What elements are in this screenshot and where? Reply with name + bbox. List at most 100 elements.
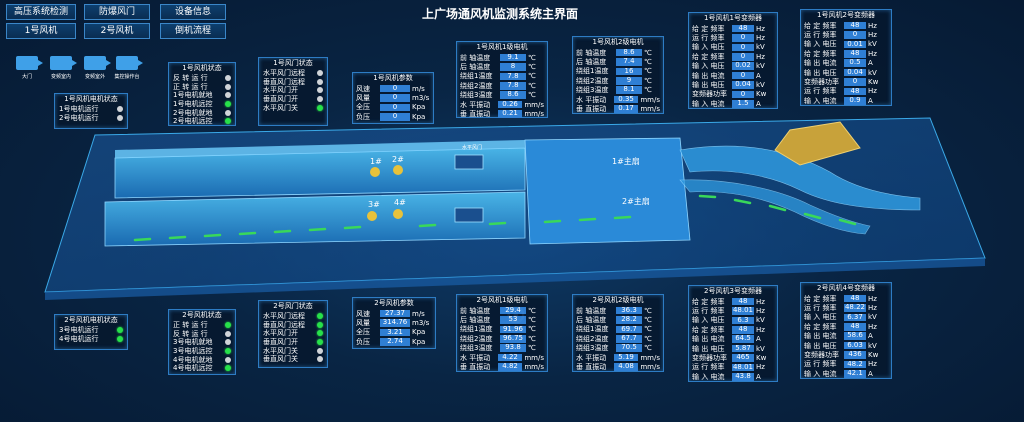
status-row: 垂直风门开 [259, 338, 327, 347]
param-label: 风速 [356, 84, 370, 93]
param-label: 输 入 电压 [692, 43, 725, 52]
param-label: 垂 直振动 [576, 363, 607, 372]
param-unit: ℃ [644, 334, 652, 343]
status-row: 垂直风门远程 [259, 321, 327, 330]
param-unit: A [756, 335, 761, 344]
param-value: 36.3 [616, 306, 642, 315]
param-unit: m3/s [412, 319, 430, 328]
param-label: 给 定 频率 [692, 52, 725, 61]
param-unit: Kpa [412, 337, 426, 346]
param-label: 后 轴温度 [460, 63, 491, 72]
param-value: 7.8 [500, 72, 526, 81]
door-status-2-panel: 2号风门状态水平风门远程垂直风门远程水平风门开垂直风门开水平风门关垂直风门关 [258, 300, 328, 368]
camera-control-console[interactable]: 集控操作台 [112, 56, 143, 80]
param-unit: kV [756, 316, 765, 325]
param-value: 0 [732, 34, 754, 42]
fan-1-rotor [370, 167, 380, 177]
param-value: 4.82 [497, 363, 523, 371]
panel-title: 2号风机3号变频器 [704, 287, 762, 295]
status-row: 垂直风门关 [259, 355, 327, 364]
param-unit: ℃ [528, 316, 536, 325]
param-value: 93.8 [500, 344, 526, 353]
nav-switchover-button[interactable]: 倒机流程 [160, 23, 226, 39]
status-label: 水平风门远程 [263, 69, 305, 78]
camera-vfd-room-inside[interactable]: 变频室内 [46, 56, 77, 80]
param-label: 运 行 频率 [692, 307, 725, 316]
nav-device-info-button[interactable]: 设备信息 [160, 4, 226, 20]
panel-title: 1号风机2级电机 [592, 38, 644, 46]
param-label: 绕组1温度 [576, 325, 609, 334]
nav-fan1-button[interactable]: 1号风机 [6, 23, 76, 39]
param-unit: Hz [756, 52, 765, 61]
param-value: 48 [732, 325, 754, 334]
param-label: 运 行 频率 [692, 363, 725, 372]
param-label: 输 出 电流 [804, 59, 837, 68]
param-value: 48 [732, 24, 754, 33]
status-label: 4号电机远控 [173, 364, 213, 373]
param-value: 0.01 [844, 40, 866, 49]
status-label: 2号电机就地 [173, 108, 213, 117]
status-indicator-icon [317, 78, 323, 85]
nav-explosion-door-button[interactable]: 防爆风门 [84, 4, 150, 20]
param-value: 9 [616, 76, 642, 85]
status-label: 水平风门关 [263, 103, 298, 112]
param-value: 0.02 [732, 62, 754, 71]
param-value: 3.21 [380, 328, 410, 337]
camera-gate[interactable]: 大门 [12, 56, 43, 80]
param-value: 0.9 [844, 96, 866, 105]
status-label: 垂直风门开 [263, 338, 298, 347]
status-label: 3号电机远控 [173, 347, 213, 356]
status-row: 垂直风门远程 [259, 78, 327, 87]
panel-title: 1号风机状态 [182, 64, 222, 72]
status-indicator-icon [317, 347, 323, 354]
nav-hv-system-button[interactable]: 高压系统检测 [6, 4, 76, 20]
camera-vfd-room-outside[interactable]: 变频室外 [80, 56, 111, 80]
param-unit: Kw [756, 90, 767, 99]
param-label: 前 轴温度 [576, 48, 607, 57]
param-value: 6.03 [844, 341, 866, 350]
status-label: 水平风门开 [263, 329, 298, 338]
page-title: 上广场通风机监测系统主界面 [421, 7, 578, 21]
param-label: 输 出 电压 [804, 68, 837, 77]
param-unit: kV [756, 62, 765, 71]
nav-fan2-button[interactable]: 2号风机 [84, 23, 150, 39]
param-value: 48.01 [732, 306, 754, 315]
param-label: 给 定 频率 [804, 49, 837, 58]
param-unit: Kpa [412, 112, 426, 121]
status-indicator-icon [225, 330, 231, 337]
param-value: 0 [380, 103, 410, 112]
param-value: 29.4 [500, 306, 526, 315]
param-unit: ℃ [644, 344, 652, 353]
panel-title: 2号风机4号变频器 [817, 284, 875, 292]
param-unit: Hz [756, 297, 765, 306]
panel-title: 2号风机1级电机 [476, 296, 528, 304]
param-label: 输 出 电压 [692, 81, 725, 90]
param-unit: A [868, 96, 873, 105]
status-indicator-icon [317, 96, 323, 103]
status-indicator-icon [317, 339, 323, 346]
status-indicator-icon [317, 313, 323, 320]
param-value: 28.2 [616, 316, 642, 324]
param-value: 8.6 [500, 91, 526, 100]
status-label: 2号电机远控 [173, 117, 213, 126]
param-value: 0.26 [497, 100, 523, 109]
status-label: 垂直风门远程 [263, 77, 305, 86]
lower-door-block [454, 207, 484, 223]
param-unit: kV [756, 344, 765, 353]
param-value: 0.35 [613, 95, 639, 104]
param-value: 5.19 [613, 353, 639, 362]
